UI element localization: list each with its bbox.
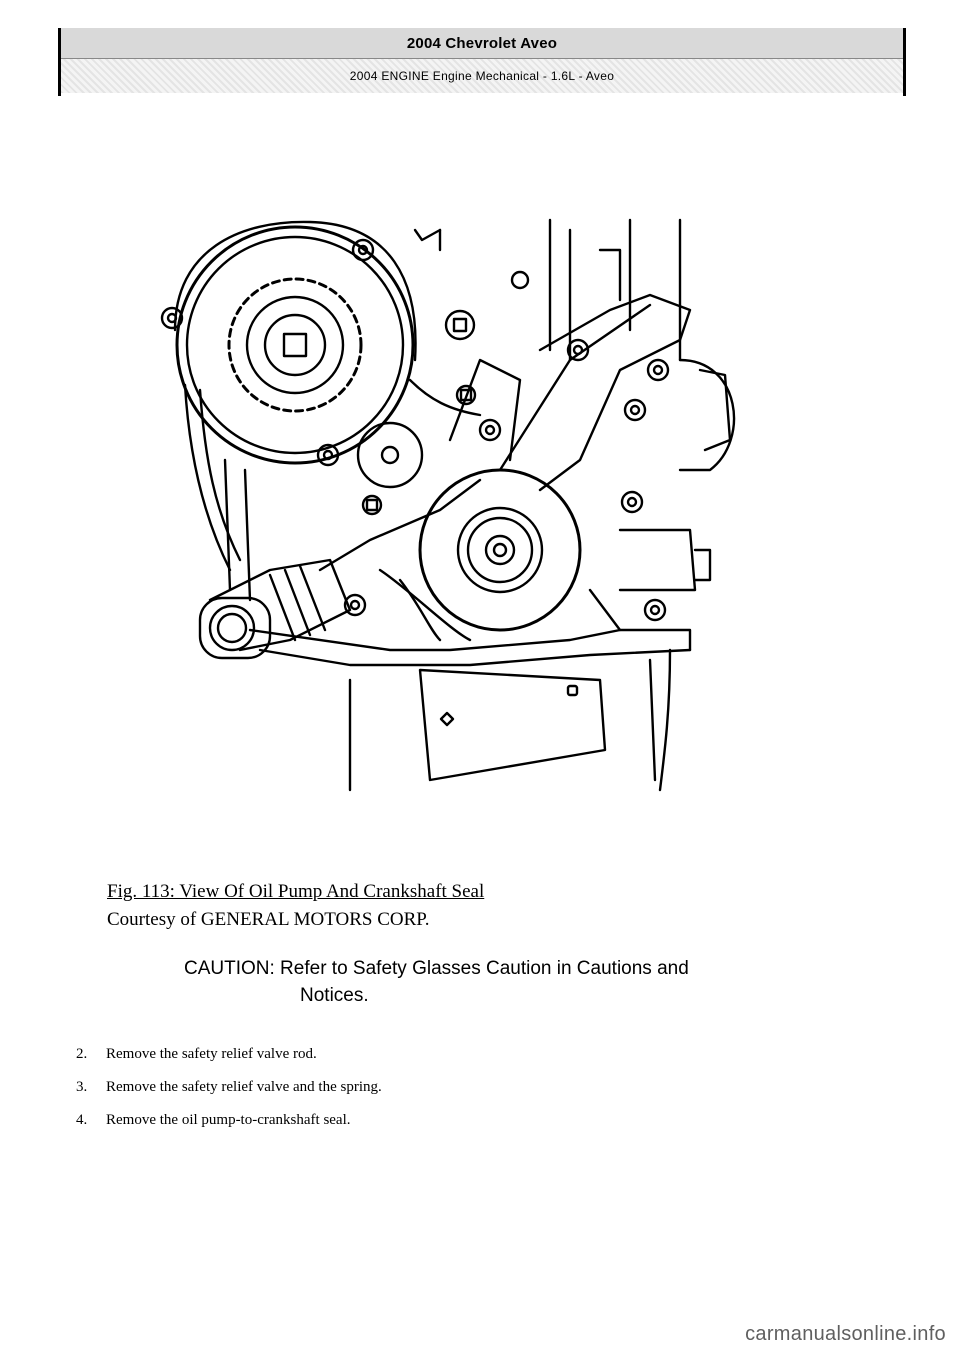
figure-courtesy: Courtesy of GENERAL MOTORS CORP.	[107, 909, 430, 930]
caution-line-1: CAUTION: Refer to Safety Glasses Caution…	[184, 958, 689, 979]
header-subtitle: 2004 ENGINE Engine Mechanical - 1.6L - A…	[61, 59, 903, 93]
step-number: 3.	[76, 1079, 88, 1095]
procedure-steps: 2. Remove the safety relief valve rod. 3…	[76, 1038, 382, 1137]
step-text: Remove the oil pump-to-crankshaft seal.	[106, 1112, 351, 1128]
document-header: 2004 Chevrolet Aveo 2004 ENGINE Engine M…	[58, 28, 906, 96]
list-item: 4. Remove the oil pump-to-crankshaft sea…	[76, 1104, 382, 1137]
oil-pump-illustration	[160, 218, 736, 792]
step-number: 4.	[76, 1112, 88, 1128]
list-item: 3. Remove the safety relief valve and th…	[76, 1071, 382, 1104]
step-text: Remove the safety relief valve and the s…	[106, 1079, 382, 1095]
caution-notice: CAUTION: Refer to Safety Glasses Caution…	[184, 955, 834, 1009]
step-number: 2.	[76, 1046, 88, 1062]
step-text: Remove the safety relief valve rod.	[106, 1046, 317, 1062]
figure-caption: Fig. 113: View Of Oil Pump And Crankshaf…	[107, 881, 485, 902]
figure-caption-block: Fig. 113: View Of Oil Pump And Crankshaf…	[107, 880, 484, 934]
list-item: 2. Remove the safety relief valve rod.	[76, 1038, 382, 1071]
caution-line-2: Notices.	[300, 985, 369, 1006]
header-title: 2004 Chevrolet Aveo	[61, 28, 903, 59]
watermark: carmanualsonline.info	[745, 1323, 946, 1345]
